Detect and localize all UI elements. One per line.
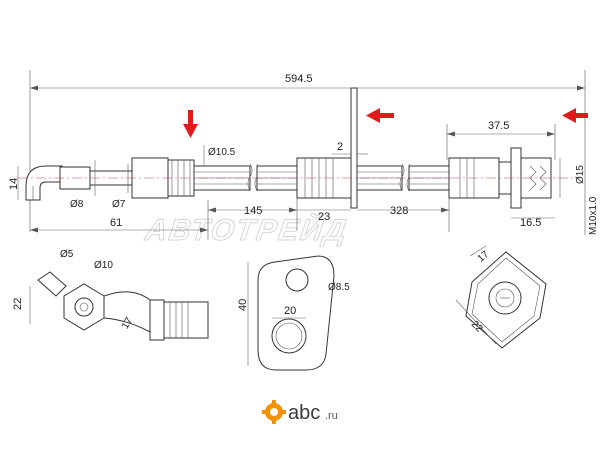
label-dia-15: Ø15 [575, 165, 586, 184]
label-bracket-20: 20 [284, 305, 296, 317]
label-dia-10-5: Ø10.5 [208, 147, 236, 158]
red-arrow-icon [366, 108, 394, 123]
bracket-detail: 40 20 Ø8.5 [237, 255, 350, 371]
label-bracket-40: 40 [237, 299, 249, 311]
side-dimensions: 14 Ø8 Ø7 Ø10.5 2 37.5 61 145 23 328 [8, 120, 599, 240]
label-594-5: 594.5 [285, 73, 313, 85]
label-328: 328 [390, 205, 408, 217]
label-thread: M10x1.0 [588, 196, 599, 235]
label-61: 61 [110, 217, 122, 229]
label-14: 14 [8, 178, 20, 190]
red-arrow-icon [562, 108, 588, 123]
gear-icon [262, 400, 286, 424]
label-145: 145 [244, 205, 262, 217]
hose-assembly [18, 87, 580, 209]
label-37-5: 37.5 [488, 120, 509, 132]
label-23: 23 [318, 211, 330, 223]
label-dia-5: Ø5 [60, 249, 74, 260]
label-dia-7: Ø7 [112, 199, 126, 210]
label-banjo-17: 17 [120, 315, 135, 331]
label-2: 2 [337, 141, 343, 153]
label-16-5: 16.5 [520, 217, 541, 229]
hex-detail: 17 22 [455, 245, 547, 349]
label-dia-8: Ø8 [70, 199, 84, 210]
watermark: АВТОТРЕЙД [142, 212, 350, 247]
banjo-detail: 22 Ø5 Ø10 17 [12, 249, 209, 341]
red-arrows [183, 108, 588, 138]
overall-dimension: 594.5 [29, 70, 586, 235]
label-dia-8-5: Ø8.5 [328, 282, 350, 293]
label-banjo-22: 22 [12, 298, 24, 310]
logo-brand: abc [288, 402, 320, 424]
logo: abc .ru [262, 400, 338, 424]
label-dia-10: Ø10 [94, 260, 113, 271]
red-arrow-icon [183, 110, 198, 138]
logo-domain: .ru [325, 410, 338, 422]
